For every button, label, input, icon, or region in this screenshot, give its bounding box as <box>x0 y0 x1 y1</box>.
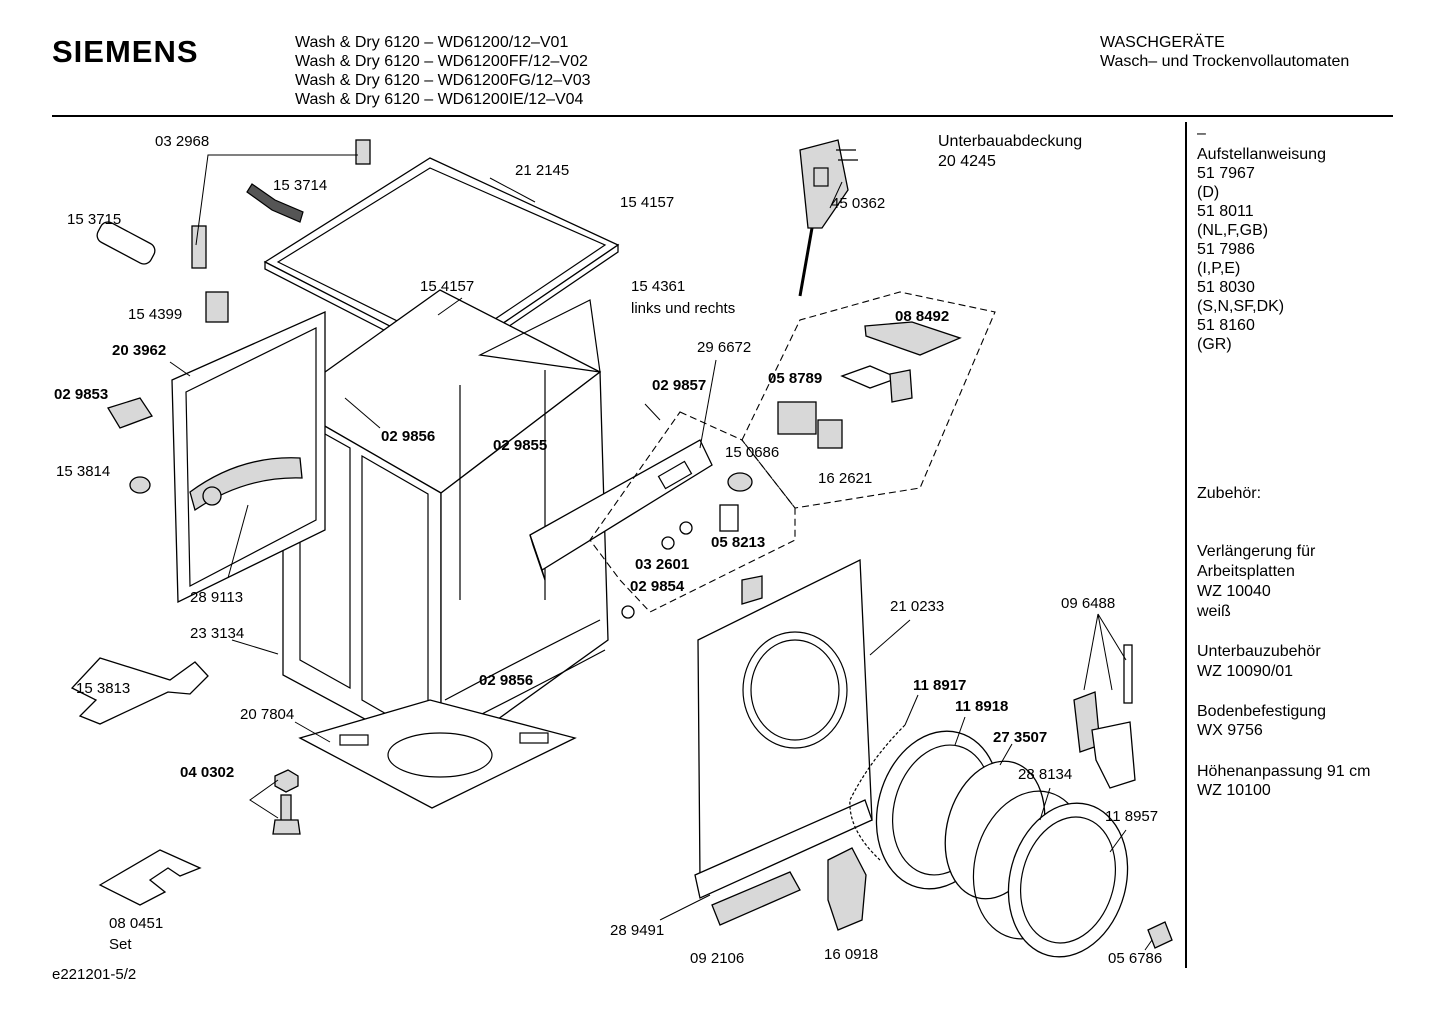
manual-line: 51 8011 <box>1197 203 1254 220</box>
part-label-153813: 15 3813 <box>76 680 131 697</box>
accessory-line: WZ 10040 <box>1197 583 1271 600</box>
part-label-289491: 28 9491 <box>610 922 665 939</box>
accessory-line: Verlängerung für <box>1197 543 1316 560</box>
side-panel-part <box>171 310 326 604</box>
part-label-029853: 02 9853 <box>54 386 109 403</box>
part-label-450362: 45 0362 <box>831 195 886 212</box>
accessory-line: weiß <box>1197 603 1231 620</box>
accessory-line: WZ 10090/01 <box>1197 663 1294 680</box>
electronics-group <box>589 291 996 613</box>
door-assembly-part <box>849 724 1129 958</box>
model-line-1: Wash & Dry 6120 – WD61200/12–V01 <box>295 34 569 51</box>
part-label-153814: 15 3814 <box>56 463 111 480</box>
part-label-288134: 28 8134 <box>1018 766 1073 783</box>
part-label-029854: 02 9854 <box>630 578 685 595</box>
part-label-092106: 09 2106 <box>690 950 745 967</box>
part-label-154157-lid: 15 4157 <box>420 278 475 295</box>
part-label-289113: 28 9113 <box>190 589 244 606</box>
hinge-and-latch-parts <box>711 644 1173 949</box>
category-subtitle: Wasch– und Trockenvollautomaten <box>1100 53 1350 70</box>
part-label-204245: 20 4245 <box>938 153 996 170</box>
part-label-029856-lower: 02 9856 <box>479 672 534 689</box>
part-label-154399: 15 4399 <box>128 306 183 323</box>
part-label-154157-top: 15 4157 <box>620 194 675 211</box>
sidebar-dash: – <box>1197 125 1206 142</box>
manual-line: (GR) <box>1197 336 1232 353</box>
part-label-088492: 08 8492 <box>895 308 950 325</box>
diagram-code: e221201-5/2 <box>52 966 137 983</box>
part-label-296672: 29 6672 <box>697 339 752 356</box>
accessory-line: WZ 10100 <box>1197 782 1271 799</box>
control-panel-part <box>529 439 713 619</box>
part-label-154361: 15 4361 <box>631 278 686 295</box>
accessory-line: Arbeitsplatten <box>1197 563 1295 580</box>
part-label-150686: 15 0686 <box>725 444 780 461</box>
accessory-line: Unterbauzubehör <box>1197 643 1321 660</box>
part-label-029855: 02 9855 <box>493 437 548 454</box>
small-parts-left <box>70 139 371 906</box>
part-label-153715: 15 3715 <box>67 211 122 228</box>
category-title: WASCHGERÄTE <box>1100 34 1225 51</box>
manual-line: (NL,F,GB) <box>1197 222 1269 239</box>
part-label-153714: 15 3714 <box>273 177 328 194</box>
manual-line: 51 7986 <box>1197 241 1255 258</box>
part-label-154361-note: links und rechts <box>631 300 736 317</box>
mains-plug-part <box>798 139 858 297</box>
part-label-058789: 05 8789 <box>768 370 823 387</box>
manual-title: Aufstellanweisung <box>1197 146 1326 163</box>
model-line-2: Wash & Dry 6120 – WD61200FF/12–V02 <box>295 53 588 70</box>
part-label-118917: 11 8917 <box>913 677 967 694</box>
part-label-032601: 03 2601 <box>635 556 690 573</box>
part-label-056786: 05 6786 <box>1108 950 1163 967</box>
part-label-096488: 09 6488 <box>1061 595 1116 612</box>
base-plate-part <box>298 699 577 809</box>
part-label-080451: 08 0451 <box>109 915 164 932</box>
part-label-029857: 02 9857 <box>652 377 707 394</box>
part-label-unterbauabdeckung: Unterbauabdeckung <box>938 133 1083 150</box>
part-label-058213: 05 8213 <box>711 534 766 551</box>
part-label-210233: 21 0233 <box>890 598 945 615</box>
accessory-line: Höhenanpassung 91 cm <box>1197 763 1371 780</box>
part-label-040302: 04 0302 <box>180 764 235 781</box>
part-label-273507: 27 3507 <box>993 729 1048 746</box>
manual-line: (S,N,SF,DK) <box>1197 298 1285 315</box>
part-label-029856-upper: 02 9856 <box>381 428 436 445</box>
part-label-212145: 21 2145 <box>515 162 570 179</box>
manual-line: 51 8030 <box>1197 279 1255 296</box>
part-label-118957: 11 8957 <box>1105 808 1159 825</box>
accessory-line: Bodenbefestigung <box>1197 703 1326 720</box>
brand-logo: SIEMENS <box>52 34 199 69</box>
accessory-line: WX 9756 <box>1197 722 1263 739</box>
accessories-title: Zubehör: <box>1197 485 1262 502</box>
part-label-162621: 16 2621 <box>818 470 873 487</box>
part-label-233134: 23 3134 <box>190 625 245 642</box>
part-label-032968: 03 2968 <box>155 133 210 150</box>
manual-line: (I,P,E) <box>1197 260 1241 277</box>
manual-line: 51 8160 <box>1197 317 1255 334</box>
part-label-207804: 20 7804 <box>240 706 295 723</box>
manual-line: 51 7967 <box>1197 165 1255 182</box>
front-panel-part <box>694 558 873 899</box>
part-label-160918: 16 0918 <box>824 946 879 963</box>
part-label-set: Set <box>109 936 132 953</box>
part-label-118918: 11 8918 <box>955 698 1009 715</box>
leader-lines <box>169 154 1153 951</box>
manual-line: (D) <box>1197 184 1220 201</box>
part-label-203962: 20 3962 <box>112 342 167 359</box>
model-line-4: Wash & Dry 6120 – WD61200IE/12–V04 <box>295 91 584 108</box>
model-line-3: Wash & Dry 6120 – WD61200FG/12–V03 <box>295 72 591 89</box>
